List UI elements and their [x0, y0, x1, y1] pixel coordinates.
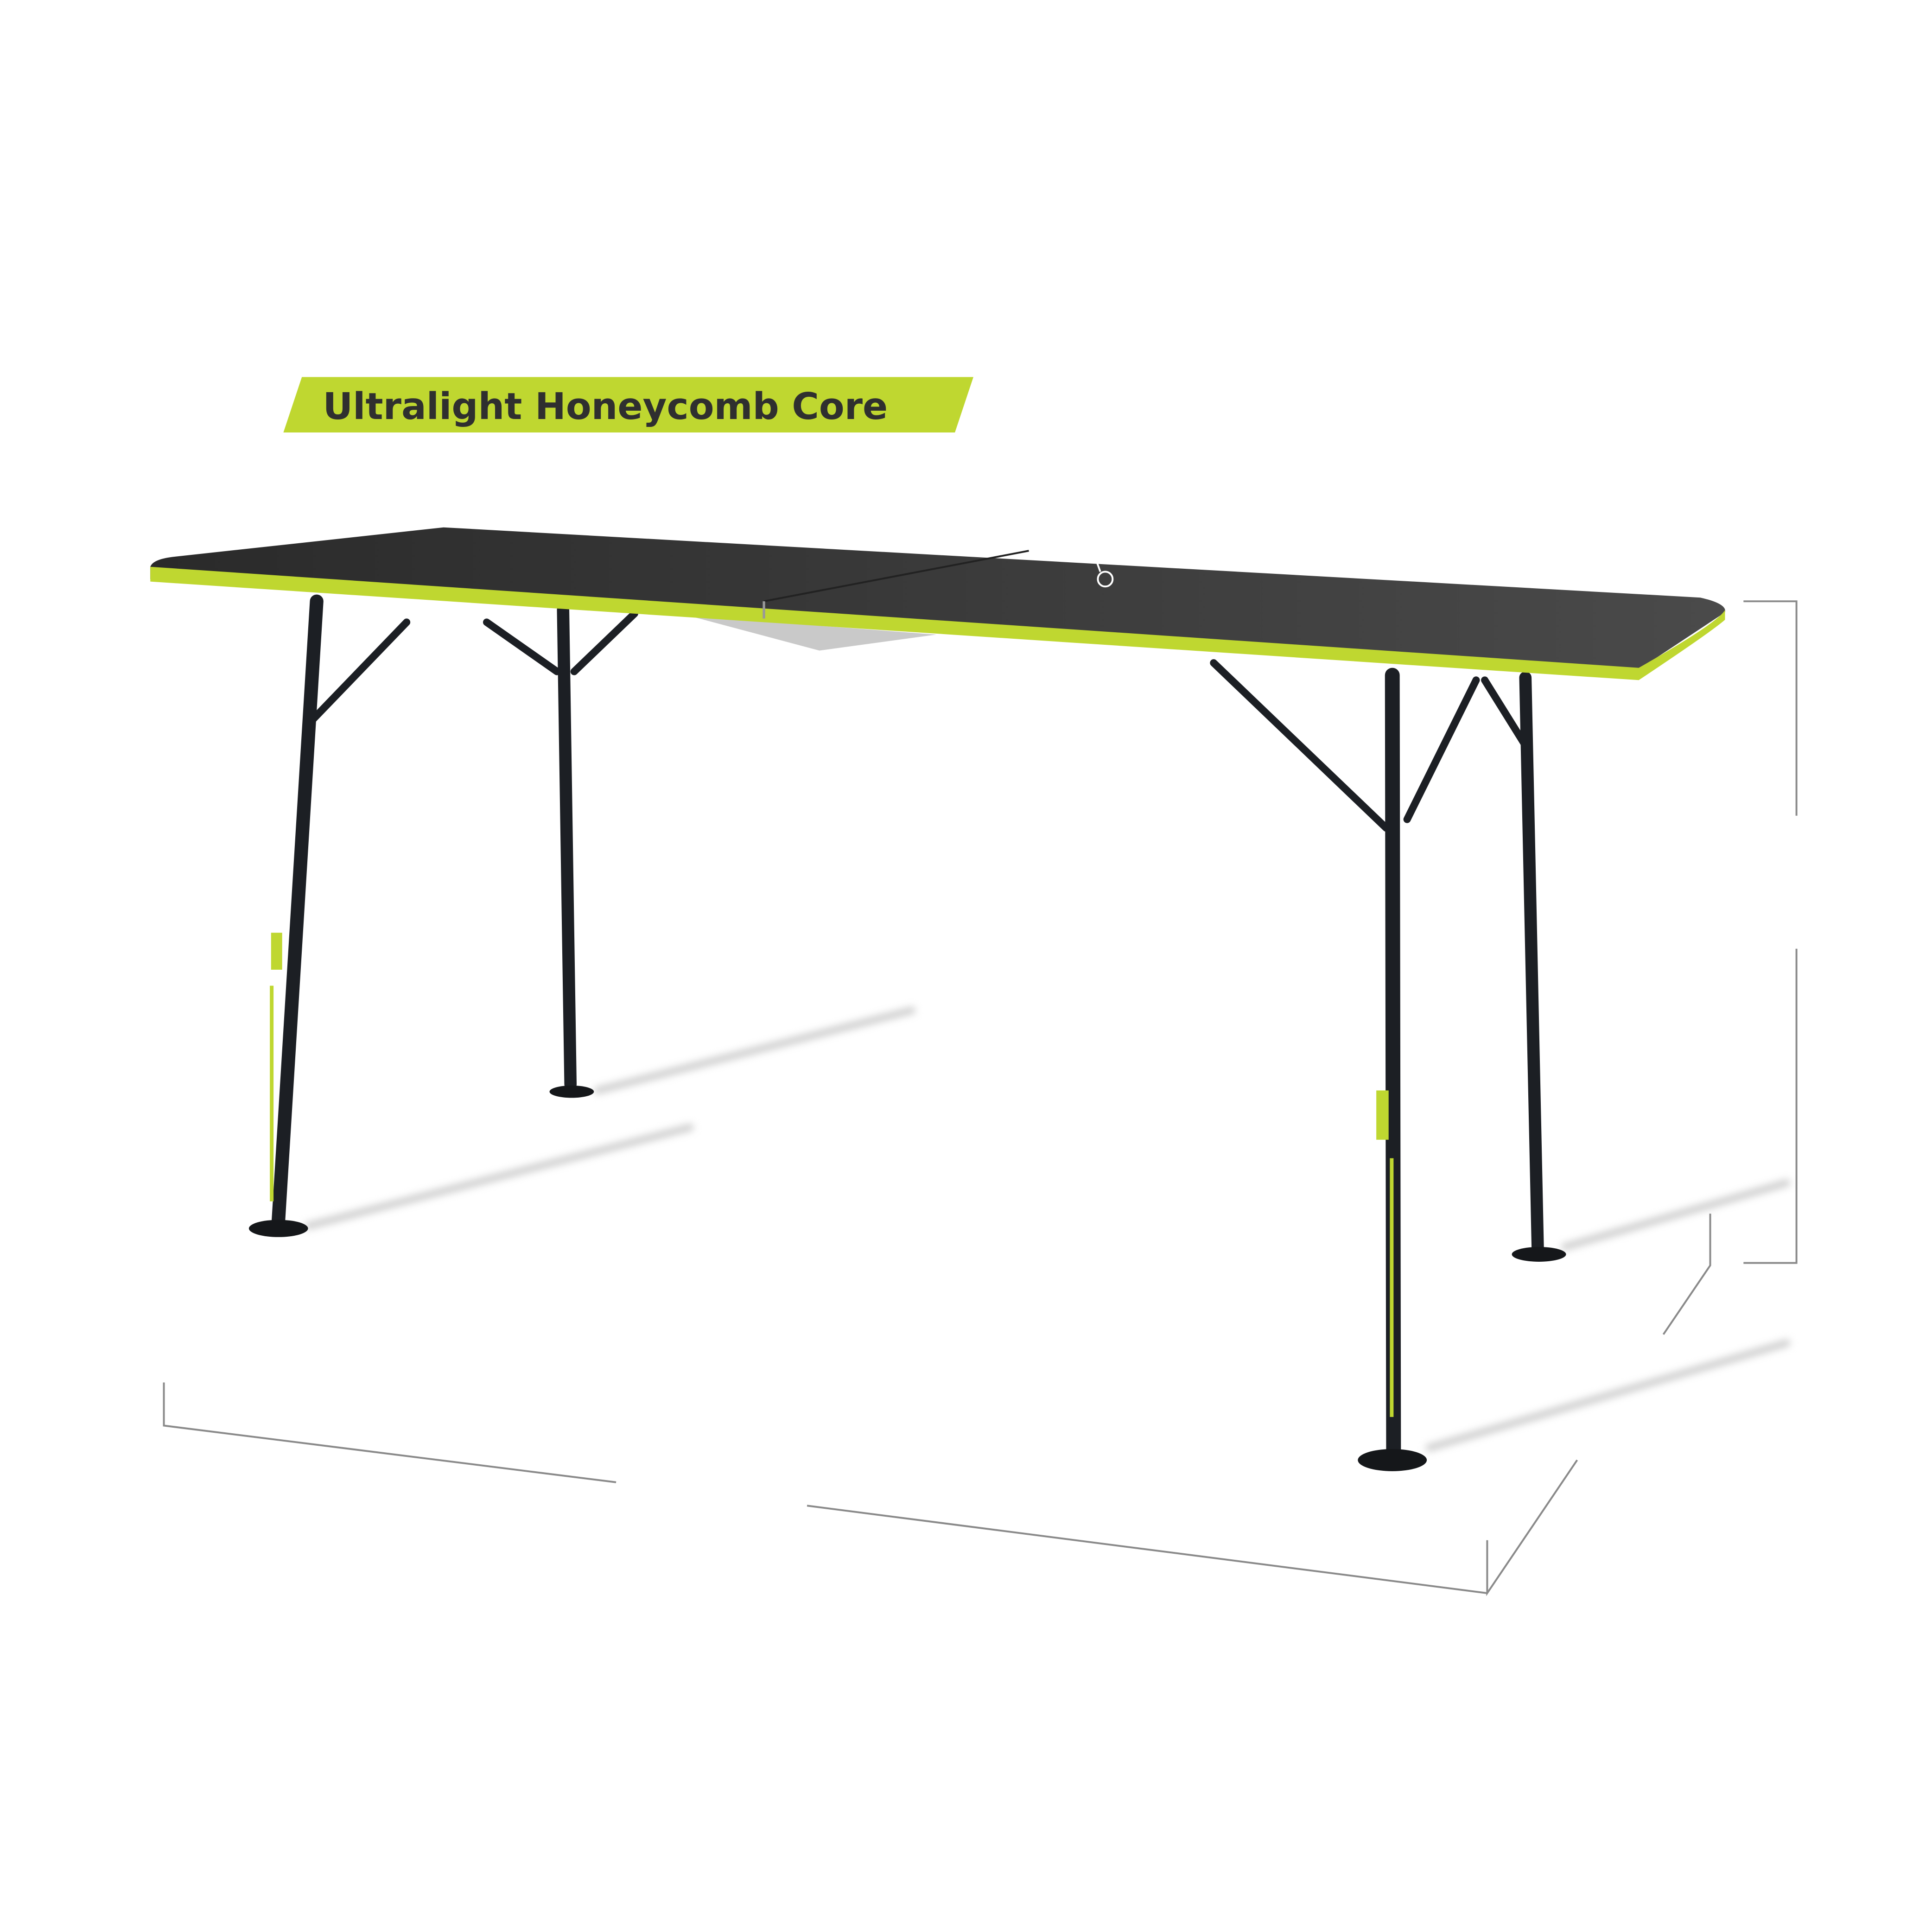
- leg-back-left: [557, 604, 577, 1091]
- height-adjust-locks: [270, 933, 1394, 1417]
- feature-label-text: Ultralight Honeycomb Core: [323, 385, 888, 428]
- tabletop: [150, 527, 1725, 680]
- feature-label-badge: Ultralight Honeycomb Core: [283, 377, 973, 433]
- leg-back-right: [1519, 671, 1544, 1253]
- floor-shadows: [304, 1006, 1791, 1452]
- table-legs: [272, 594, 1544, 1459]
- feet: [248, 1085, 1566, 1471]
- hinge-bracket: [690, 616, 937, 651]
- callout-marker: [1097, 571, 1114, 588]
- leg-front-left: [272, 594, 324, 1227]
- dimension-lines: [163, 600, 1798, 1596]
